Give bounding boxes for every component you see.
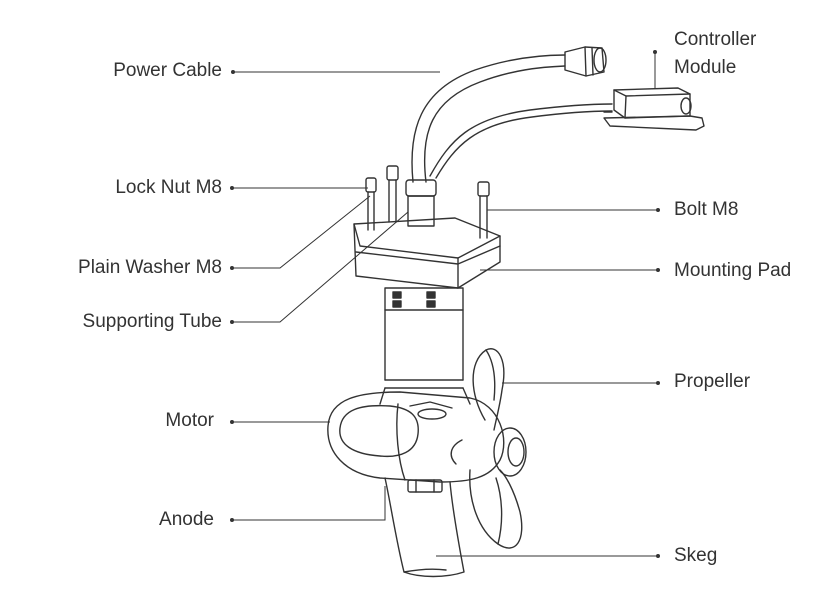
label-mounting-pad: Mounting Pad (674, 260, 792, 281)
bolt-middle (386, 165, 399, 223)
power-cable (411, 46, 607, 183)
label-skeg: Skeg (674, 545, 718, 566)
label-motor: Motor (165, 410, 214, 431)
skeg (384, 477, 465, 578)
label-controller-module-line2: Module (674, 57, 737, 78)
label-anode: Anode (159, 509, 214, 530)
motor-shaft (379, 287, 471, 405)
leader-dots (230, 50, 660, 558)
controller-cable (429, 103, 613, 179)
mounting-pad (353, 217, 501, 289)
label-lock-nut: Lock Nut M8 (115, 177, 222, 198)
motor-pod (327, 391, 505, 483)
label-supporting-tube: Supporting Tube (82, 311, 222, 332)
label-controller-module-line1: Controller (674, 29, 757, 50)
controller-module (603, 87, 705, 131)
supporting-tube-collar (405, 179, 437, 227)
label-power-cable: Power Cable (113, 60, 222, 81)
leader-plain-washer (232, 195, 371, 269)
propeller (450, 348, 527, 549)
leader-anode (232, 486, 386, 521)
label-plain-washer: Plain Washer M8 (78, 257, 222, 278)
anode (407, 479, 443, 493)
label-propeller: Propeller (674, 371, 751, 392)
label-bolt: Bolt M8 (674, 199, 739, 220)
leader-supporting-tube (232, 211, 409, 323)
leader-lines (232, 52, 658, 557)
